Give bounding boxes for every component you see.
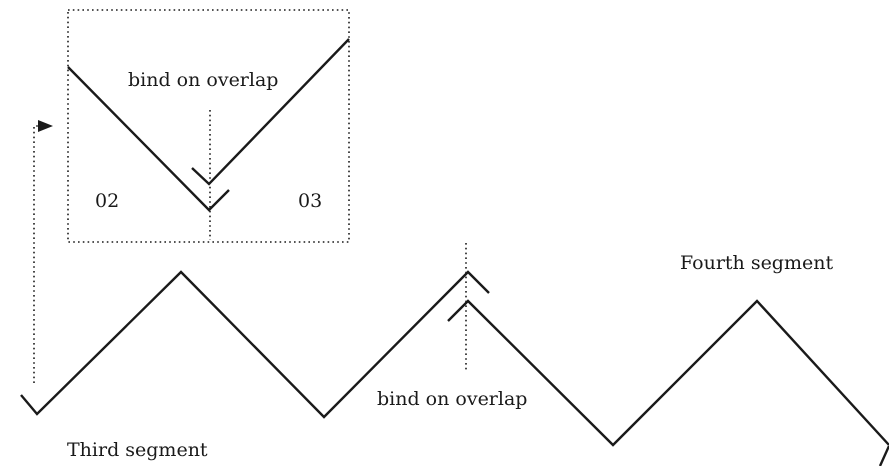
main-bind-label: bind on overlap [377,388,527,410]
inset-detail-frame [67,9,350,243]
third-segment-zigzag [20,270,490,419]
inset-segment-02-stroke [67,66,230,212]
inset-left-number: 02 [95,190,119,212]
inset-bind-label: bind on overlap [128,69,278,91]
fourth-segment-zigzag [447,299,889,447]
inset-connector-line [33,125,42,383]
fourth-segment-label: Fourth segment [680,252,833,274]
fourth-segment-end-tick [878,445,889,466]
inset-right-number: 03 [298,190,322,212]
inset-connector-arrowhead [38,120,53,132]
third-segment-label: Third segment [67,439,208,461]
inset-segment-03-stroke [191,38,350,186]
